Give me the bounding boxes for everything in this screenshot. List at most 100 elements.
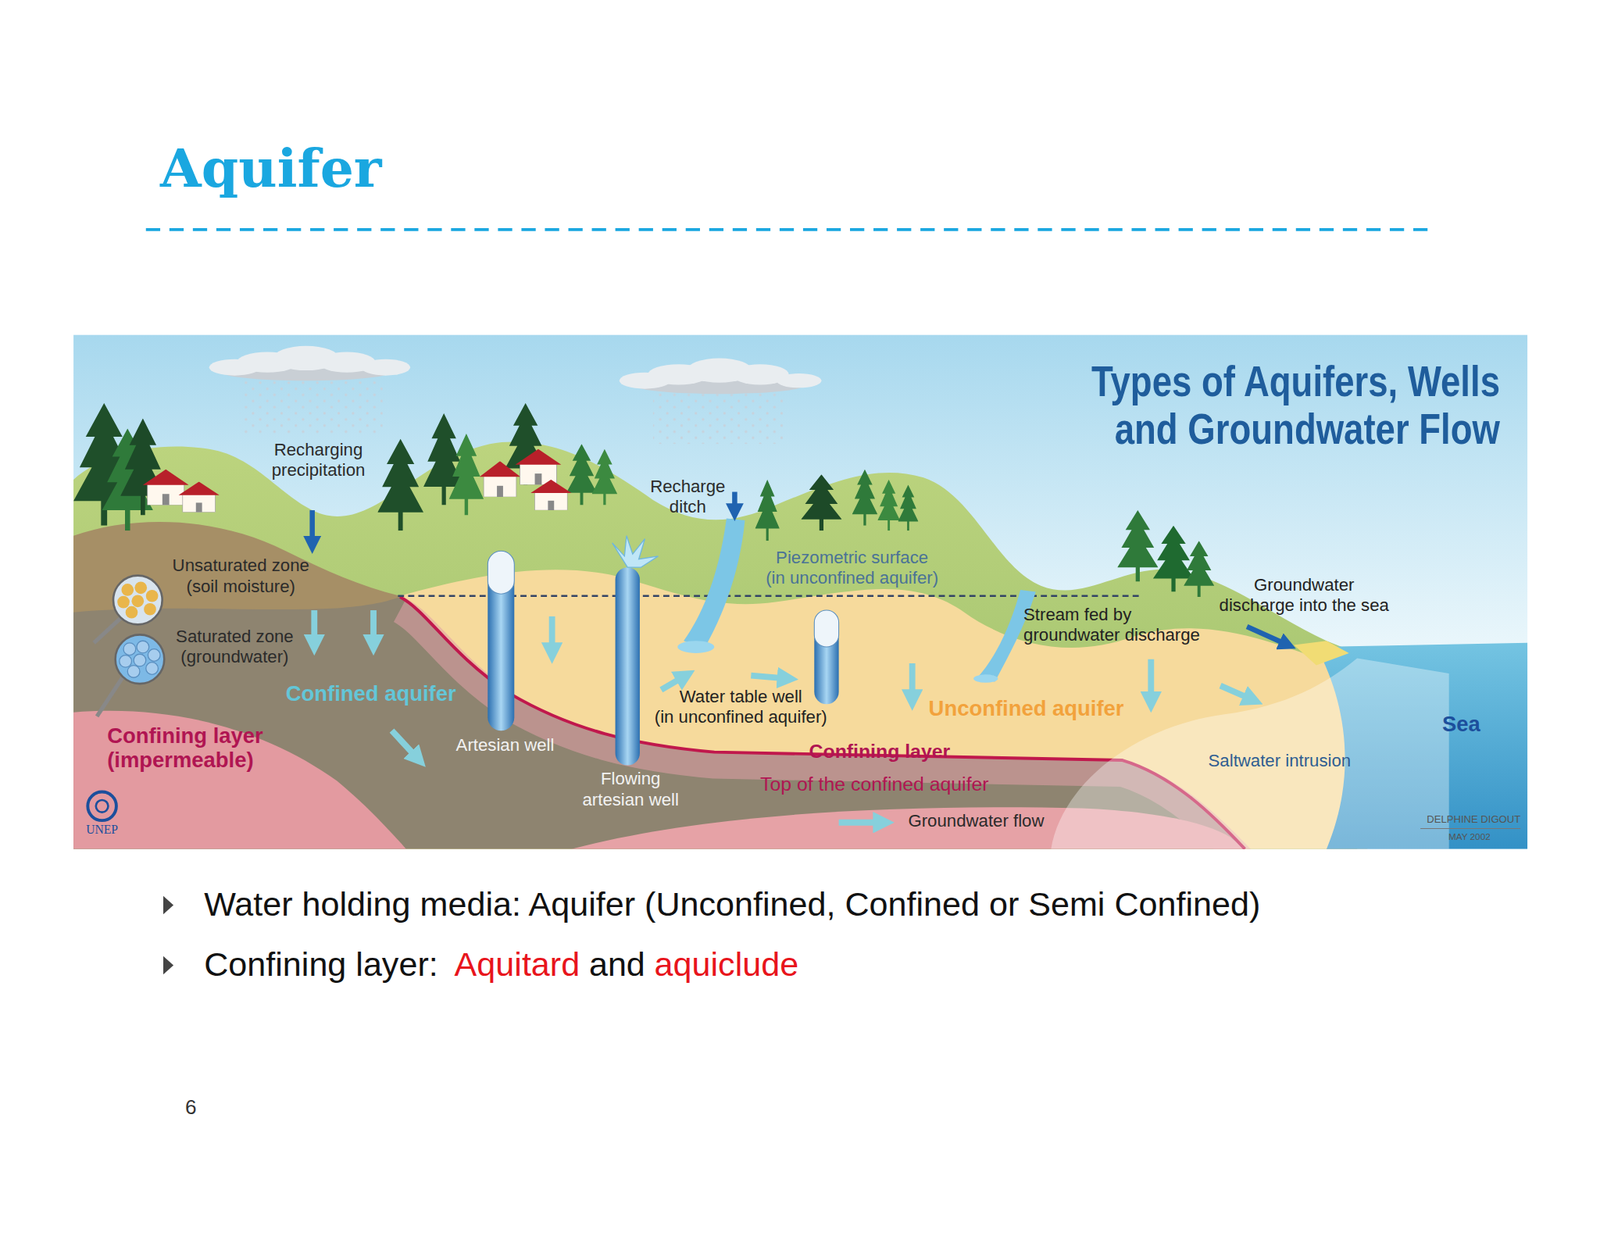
- magnifier: [131, 594, 144, 608]
- trees: [1117, 510, 1158, 582]
- unep-logo: [87, 792, 117, 822]
- magnifier: [133, 653, 147, 667]
- houses: [142, 469, 190, 506]
- clouds: [239, 379, 383, 436]
- flow-arrow: [839, 819, 884, 826]
- magnifier: [134, 581, 147, 594]
- magnifier: [115, 634, 165, 684]
- trees: [566, 443, 597, 505]
- bullet-text: Confining layer:: [203, 944, 438, 984]
- recharge-arrow: [312, 492, 1289, 646]
- saltwater-intrusion: [1050, 657, 1449, 849]
- bullet-line: Confining layer: Aquitardandaquiclude: [203, 944, 799, 984]
- callout-label: Stream fed by groundwater discharge: [1023, 605, 1200, 646]
- slide-title: Aquifer: [160, 136, 383, 200]
- well-label: Water table well (in unconfined aquifer): [654, 686, 828, 727]
- magnifier: [146, 589, 159, 603]
- magnifier: [123, 642, 136, 656]
- magnifier: [136, 640, 150, 654]
- credit-text: DELPHINE DIGOUT: [1426, 813, 1521, 825]
- trees: [449, 433, 484, 515]
- stream: [683, 518, 745, 650]
- flow-arrow: [310, 610, 318, 645]
- callout-label: Recharge ditch: [650, 476, 725, 517]
- recharge-arrow: [1246, 626, 1288, 646]
- illustration-heading: Types of Aquifers, Wells and Groundwater…: [1091, 357, 1500, 454]
- clouds: [776, 373, 822, 388]
- credit-text: MAY 2002: [1448, 831, 1491, 843]
- magnifier: [93, 575, 165, 717]
- trees: [877, 479, 900, 531]
- well: [615, 567, 640, 765]
- trees: [755, 479, 780, 541]
- magnifier: [146, 662, 159, 675]
- houses: [515, 449, 562, 486]
- layer-label: Confining layer: [809, 740, 951, 764]
- houses: [530, 479, 572, 511]
- callout-label: Saltwater intrusion: [1208, 750, 1352, 772]
- trees: [377, 439, 424, 532]
- bullet-text: and: [589, 944, 646, 984]
- callout-label: Saturated zone (groundwater): [175, 626, 294, 667]
- magnifier: [96, 677, 123, 717]
- callout-label: Recharging precipitation: [271, 439, 366, 480]
- layer-label: Unconfined aquifer: [928, 696, 1125, 722]
- magnifier: [127, 665, 140, 679]
- magnifier: [119, 655, 133, 668]
- bullet-text: Water holding media: Aquifer (Unconfined…: [203, 884, 1261, 924]
- unep-logo: [87, 792, 117, 822]
- stream: [677, 518, 1036, 683]
- well: [612, 535, 659, 568]
- layer-label: Confining layer (impermeable): [107, 723, 264, 773]
- trees: [897, 484, 918, 531]
- layer-label: Top of the confined aquifer: [760, 773, 989, 797]
- trees: [1183, 540, 1215, 597]
- stream: [973, 674, 998, 683]
- term-highlight: aquiclude: [654, 944, 800, 984]
- clouds: [653, 392, 786, 444]
- clouds: [360, 359, 411, 376]
- unep-logo: [96, 800, 109, 813]
- flow-label: Groundwater flow: [907, 810, 1044, 832]
- trees: [852, 469, 879, 526]
- flow-arrow: [549, 616, 556, 654]
- trees: [800, 474, 842, 531]
- callout-label: Piezometric surface (in unconfined aquif…: [765, 547, 939, 588]
- bullet-marker: [163, 956, 174, 975]
- recharge-arrow: [309, 510, 315, 545]
- flow-arrow: [392, 730, 419, 760]
- well-label: Flowing artesian well: [582, 769, 679, 810]
- term-highlight: Aquitard: [454, 944, 581, 984]
- magnifier: [113, 575, 163, 625]
- flow-arrow: [1220, 685, 1254, 700]
- houses: [479, 460, 521, 497]
- magnifier: [143, 603, 157, 616]
- beach: [1293, 640, 1350, 665]
- well: [814, 610, 839, 647]
- bullet-marker: [163, 896, 174, 915]
- credit-rule: [1420, 828, 1521, 829]
- callout-label: Groundwater discharge into the sea: [1219, 575, 1390, 616]
- well: [487, 550, 515, 731]
- flow-arrow: [909, 663, 916, 700]
- houses: [178, 481, 220, 512]
- flow-arrow: [750, 675, 788, 679]
- clouds: [209, 346, 822, 444]
- flow-arrow: [1147, 659, 1154, 703]
- recharge-arrow: [732, 492, 738, 513]
- page-number: 6: [185, 1096, 197, 1120]
- layer-label: Confined aquifer: [285, 681, 457, 707]
- logo-text: UNEP: [85, 823, 118, 838]
- magnifier: [147, 649, 161, 662]
- magnifier: [121, 583, 134, 597]
- stream: [677, 640, 715, 654]
- cross-section: [73, 334, 1528, 849]
- well: [487, 550, 515, 594]
- callout-label: Unsaturated zone (soil moisture): [172, 556, 310, 597]
- well-label: Artesian well: [456, 735, 555, 757]
- sea-label: Sea: [1442, 712, 1481, 738]
- trees: [73, 403, 1215, 597]
- title-rule: [146, 228, 1437, 232]
- well: [814, 610, 839, 704]
